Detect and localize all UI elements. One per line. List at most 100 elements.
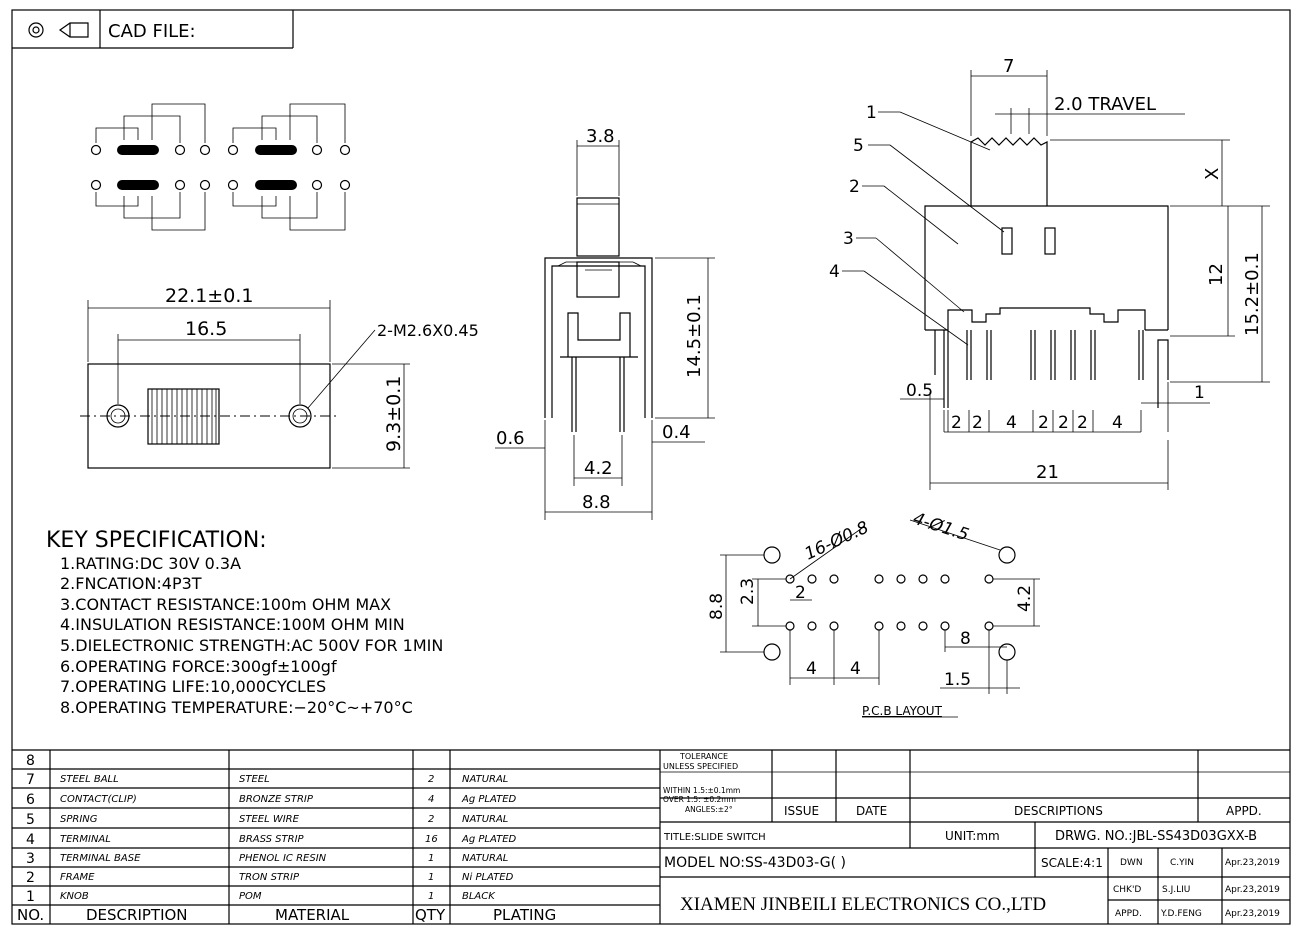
pcb-title: P.C.B LAYOUT xyxy=(862,704,943,718)
bom-no: 2 xyxy=(26,870,35,886)
dim-4-2: 4.2 xyxy=(584,458,613,479)
pcb-dim-2-3: 2.3 xyxy=(738,578,758,605)
bom-material: POM xyxy=(239,891,262,902)
bom-material: TRON STRIP xyxy=(239,872,300,883)
bom-no: 7 xyxy=(26,772,35,788)
pitch-2: 2 xyxy=(972,413,983,433)
bom-no: 5 xyxy=(26,812,35,828)
bom-material: BRASS STRIP xyxy=(239,834,305,845)
table-row: 3 TERMINAL BASE PHENOL IC RESIN 1 NATURA… xyxy=(26,851,508,867)
unit-label: UNIT:mm xyxy=(945,829,1000,843)
dim-0-5: 0.5 xyxy=(906,381,933,401)
header-box: CAD FILE: xyxy=(12,10,294,49)
dim-22-1: 22.1±0.1 xyxy=(165,285,253,307)
table-row: 6 CONTACT(CLIP) BRONZE STRIP 4 Ag PLATED xyxy=(26,792,517,808)
pcb-dim-4a: 4 xyxy=(806,659,817,679)
issue-label: ISSUE xyxy=(784,804,819,818)
pitch-4: 2 xyxy=(1038,413,1049,433)
bom-plating: NATURAL xyxy=(462,774,508,785)
table-row: 4 TERMINAL BRASS STRIP 16 Ag PLATED xyxy=(26,832,517,848)
bom-desc: STEEL BALL xyxy=(60,774,119,785)
spec-item-3: 3.CONTACT RESISTANCE:100m OHM MAX xyxy=(60,595,391,614)
pcb-dim-4-2: 4.2 xyxy=(1015,585,1035,612)
spec-item-2: 2.FNCATION:4P3T xyxy=(60,574,202,593)
spec-item-4: 4.INSULATION RESISTANCE:100M OHM MIN xyxy=(60,615,405,634)
key-specification: KEY SPECIFICATION: 1.RATING:DC 30V 0.3A … xyxy=(46,528,443,717)
bom-material: STEEL xyxy=(239,774,270,785)
descriptions-label: DESCRIPTIONS xyxy=(1014,804,1103,818)
side-view-pins xyxy=(934,330,1169,408)
bom-no: 1 xyxy=(26,889,35,905)
pcb-holes-b: 4-Ø1.5 xyxy=(910,509,971,546)
bom-no: 8 xyxy=(26,753,35,769)
bom-no: 3 xyxy=(26,851,35,867)
cad-file-label: CAD FILE: xyxy=(108,21,196,42)
circuit-contacts-top xyxy=(90,103,351,156)
pcb-layout: 16-Ø0.8 4-Ø1.5 8.8 2.3 2 4.2 8 1.5 4 4 P… xyxy=(707,509,1040,718)
table-row: 8 xyxy=(26,753,35,769)
dwn-label: DWN xyxy=(1120,858,1143,868)
within-line-1: WITHIN 1.5:±0.1mm xyxy=(663,786,740,795)
within-line-3: ANGLES:±2° xyxy=(685,805,733,814)
bom-header-row: NO. DESCRIPTION MATERIAL QTY PLATING xyxy=(17,906,556,924)
dim-8-8: 8.8 xyxy=(582,492,611,513)
pcb-holes-row1 xyxy=(785,574,994,584)
pcb-dim-8-8: 8.8 xyxy=(707,593,727,620)
callout-1: 1 xyxy=(866,103,877,123)
bom-qty: 1 xyxy=(428,853,434,864)
dim-16-5: 16.5 xyxy=(185,318,227,340)
appd-date: Apr.23,2019 xyxy=(1225,909,1280,919)
table-row: 2 FRAME TRON STRIP 1 Ni PLATED xyxy=(26,870,514,886)
bom-plating: Ag PLATED xyxy=(461,794,517,805)
bom-desc: TERMINAL BASE xyxy=(60,853,141,864)
bom-qty: 2 xyxy=(428,774,434,785)
tolerance-line-1: TOLERANCE xyxy=(679,752,728,761)
pcb-holes-a: 16-Ø0.8 xyxy=(802,518,872,565)
model-number: MODEL NO:SS-43D03-G( ) xyxy=(664,855,846,871)
spec-item-7: 7.OPERATING LIFE:10,000CYCLES xyxy=(60,677,326,696)
spec-title: KEY SPECIFICATION: xyxy=(46,528,267,553)
pitch-7: 4 xyxy=(1112,413,1123,433)
dim-7: 7 xyxy=(1003,56,1014,77)
side-view: 7 2.0 TRAVEL X 12 15.2±0.1 0.5 1 21 2 2 … xyxy=(829,56,1270,490)
dwn-name: C.YIN xyxy=(1170,858,1194,868)
outer-frame xyxy=(11,9,1291,925)
title-label: TITLE:SLIDE SWITCH xyxy=(663,832,766,843)
dim-9-3: 9.3±0.1 xyxy=(383,376,405,452)
tolerance-line-2: UNLESS SPECIFIED xyxy=(663,762,738,771)
table-row: 5 SPRING STEEL WIRE 2 NATURAL xyxy=(26,812,508,828)
spec-item-8: 8.OPERATING TEMPERATURE:−20°C~+70°C xyxy=(60,698,413,717)
front-view: 3.8 14.5±0.1 0.6 0.4 4.2 8.8 xyxy=(495,126,715,520)
spec-item-5: 5.DIELECTRONIC STRENGTH:AC 500V FOR 1MIN xyxy=(60,636,443,655)
chkd-name: S.J.LIU xyxy=(1162,885,1190,895)
circuit-diagram xyxy=(90,103,351,231)
bom-qty: 1 xyxy=(428,891,434,902)
bom-material: BRONZE STRIP xyxy=(239,794,314,805)
scale-label: SCALE:4:1 xyxy=(1041,856,1103,870)
pitch-3: 4 xyxy=(1006,413,1017,433)
within-line-2: OVER 1.5: ±0.2mm xyxy=(663,795,736,804)
dim-0-4: 0.4 xyxy=(662,422,691,443)
bom-qty: 2 xyxy=(428,814,434,825)
bom-header-material: MATERIAL xyxy=(275,906,350,924)
pcb-dim-8: 8 xyxy=(960,629,971,649)
bom-qty: 1 xyxy=(428,872,434,883)
dim-0-6: 0.6 xyxy=(496,428,525,449)
appd2-label: APPD. xyxy=(1115,909,1142,919)
first-angle-projection-icon xyxy=(28,22,89,38)
callout-2: 2 xyxy=(849,177,860,197)
dim-12: 12 xyxy=(1206,263,1227,286)
hole-callout: 2-M2.6X0.45 xyxy=(377,321,479,340)
date-label: DATE xyxy=(856,804,887,818)
bom-no: 6 xyxy=(26,792,35,808)
dim-x: X xyxy=(1202,168,1223,180)
bom-plating: NATURAL xyxy=(462,814,508,825)
pitch-5: 2 xyxy=(1058,413,1069,433)
bom-qty: 16 xyxy=(425,834,438,845)
dim-travel: 2.0 TRAVEL xyxy=(1054,94,1156,115)
bom-material: PHENOL IC RESIN xyxy=(239,853,327,864)
title-block: TOLERANCE UNLESS SPECIFIED WITHIN 1.5:±0… xyxy=(660,750,1290,924)
drawing-number: DRWG. NO.:JBL-SS43D03GXX-B xyxy=(1055,829,1257,844)
pcb-dim-4b: 4 xyxy=(850,659,861,679)
